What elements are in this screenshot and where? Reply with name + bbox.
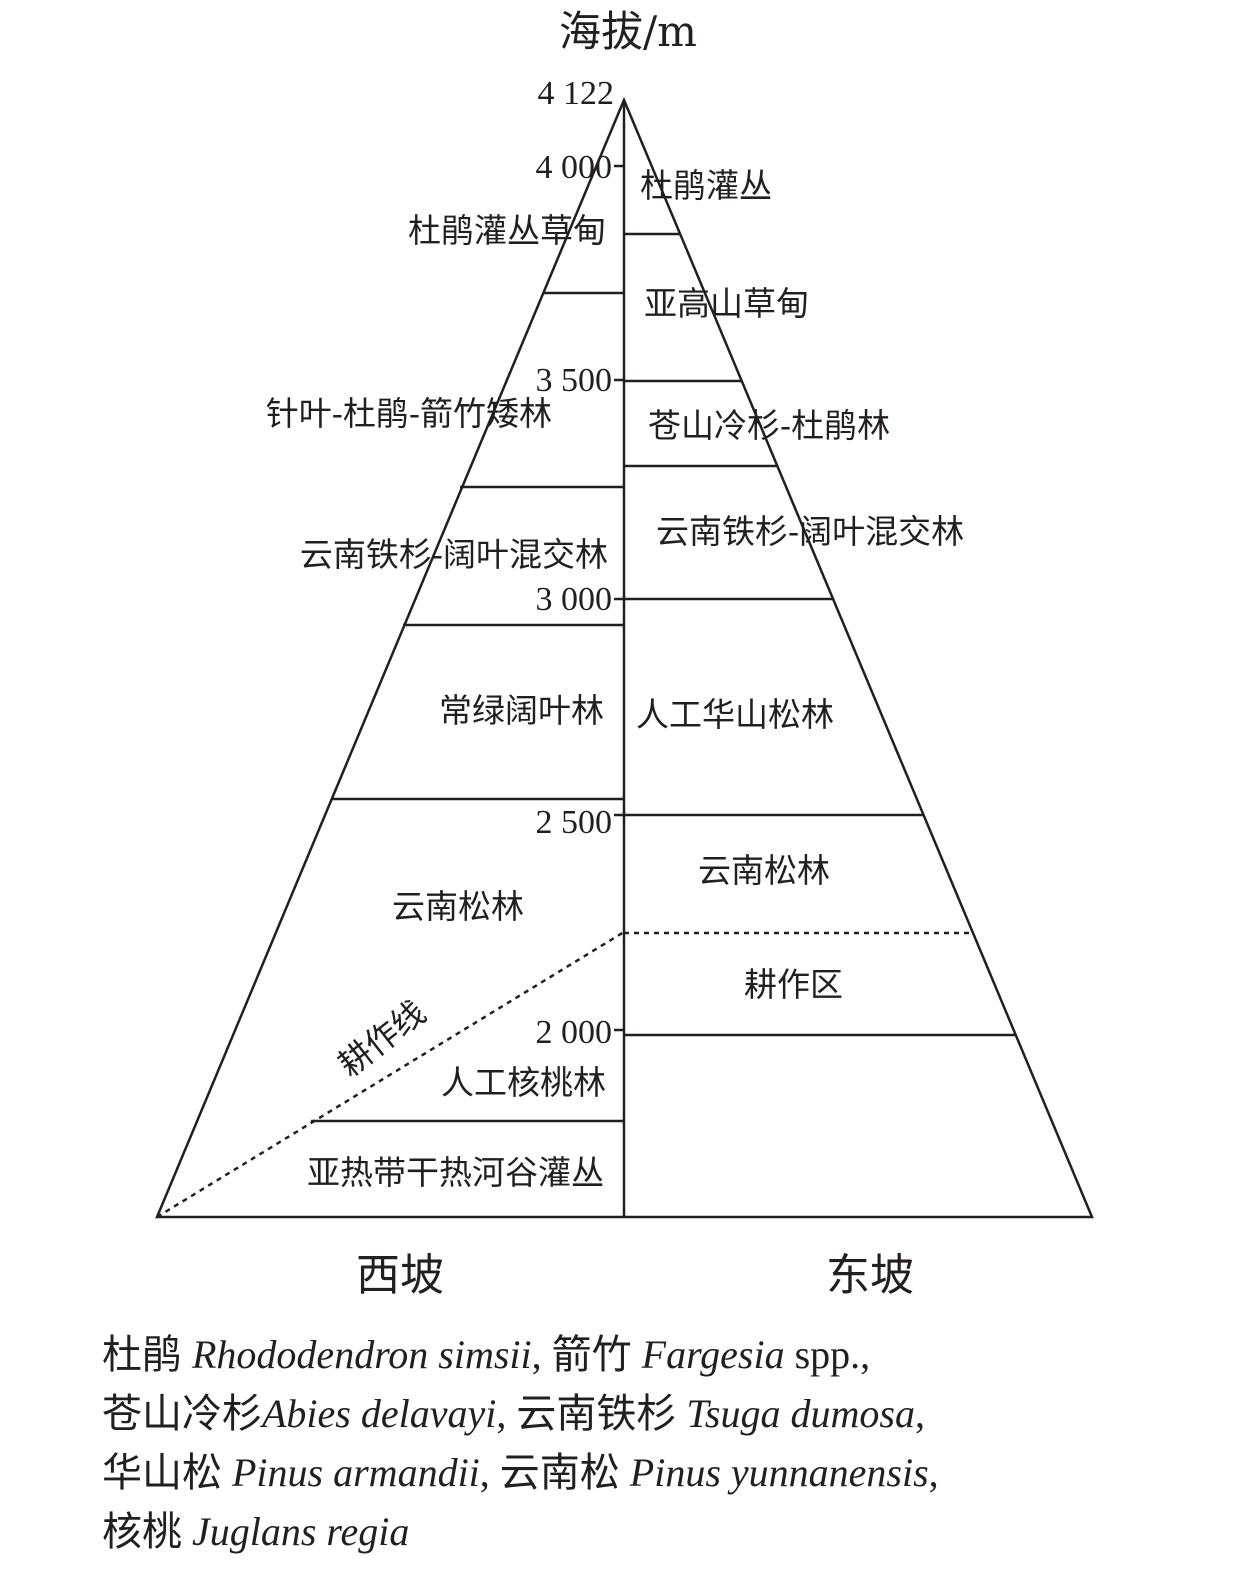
species-legend: 杜鹃 Rhododendron simsii, 箭竹 Fargesia spp.…	[102, 1325, 939, 1561]
west-zone-label: 云南松林	[392, 887, 524, 926]
east-zone-label: 杜鹃灌丛	[640, 166, 772, 205]
legend-cn: ,	[914, 1391, 925, 1436]
west-zone-label: 常绿阔叶林	[439, 691, 604, 730]
legend-line: 核桃 Juglans regia	[102, 1502, 939, 1561]
east-slope-label: 东坡	[826, 1250, 914, 1300]
west-zone-label: 人工核桃林	[441, 1063, 606, 1102]
tick-label-3500: 3 500	[536, 362, 613, 399]
vegetation-pyramid-diagram: 海拔/m 4 122 4 000 3 500 3 000 2 500 2 000…	[155, 7, 1094, 1300]
legend-cn: , 云南铁杉	[496, 1391, 687, 1436]
west-zone-label: 亚热带干热河谷灌丛	[307, 1153, 604, 1192]
axis-title: 海拔/m	[559, 7, 697, 56]
west-zone-label: 杜鹃灌丛草甸	[408, 211, 606, 250]
tick-label-3000: 3 000	[536, 581, 613, 618]
legend-cn: 核桃	[102, 1509, 192, 1554]
tick-label-4122: 4 122	[538, 75, 615, 112]
legend-latin: Fargesia	[641, 1332, 785, 1377]
west-zone-label: 云南铁杉-阔叶混交林	[300, 535, 608, 574]
legend-cn: , 云南松	[479, 1450, 630, 1495]
cultivation-line-west	[156, 930, 625, 1219]
legend-latin: Abies delavayi	[262, 1391, 497, 1436]
tick-label-4000: 4 000	[536, 149, 613, 186]
legend-cn: 华山松	[102, 1450, 232, 1495]
legend-latin: Juglans regia	[192, 1509, 410, 1554]
west-zone-label: 针叶-杜鹃-箭竹矮林	[266, 394, 552, 433]
legend-cn: ,	[928, 1450, 939, 1495]
legend-cn: , 箭竹	[531, 1332, 642, 1377]
legend-line: 华山松 Pinus armandii, 云南松 Pinus yunnanensi…	[102, 1443, 939, 1502]
east-zone-label: 云南松林	[698, 851, 830, 890]
east-zone-label: 耕作区	[744, 965, 843, 1004]
legend-line: 苍山冷杉Abies delavayi, 云南铁杉 Tsuga dumosa,	[102, 1384, 939, 1443]
legend-latin: Tsuga dumosa	[686, 1391, 915, 1436]
cultivation-line-label: 耕作线	[331, 993, 433, 1085]
legend-latin: Pinus armandii	[232, 1450, 480, 1495]
legend-cn: 苍山冷杉	[102, 1391, 262, 1436]
east-zone-label: 云南铁杉-阔叶混交林	[656, 512, 964, 551]
legend-cn: 杜鹃	[102, 1332, 192, 1377]
east-zone-label: 苍山冷杉-杜鹃林	[648, 406, 890, 445]
west-slope-label: 西坡	[356, 1250, 444, 1300]
legend-latin: Pinus yunnanensis	[629, 1450, 929, 1495]
legend-line: 杜鹃 Rhododendron simsii, 箭竹 Fargesia spp.…	[102, 1325, 939, 1384]
legend-cn: spp.,	[784, 1332, 871, 1377]
tick-label-2500: 2 500	[536, 804, 613, 841]
east-zone-label: 亚高山草甸	[644, 284, 809, 323]
tick-label-2000: 2 000	[536, 1014, 613, 1051]
legend-latin: Rhododendron simsii	[192, 1332, 532, 1377]
east-zone-label: 人工华山松林	[636, 695, 834, 734]
